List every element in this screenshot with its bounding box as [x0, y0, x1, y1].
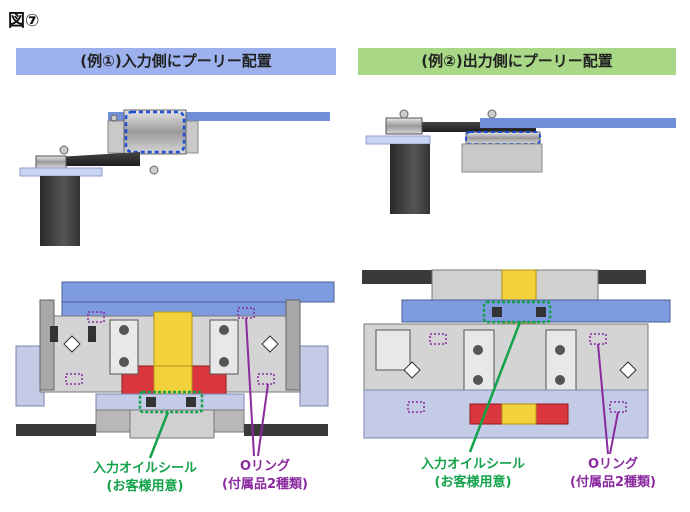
example2-seal-line2: (お客様用意)	[434, 475, 512, 490]
example1-oring-line1: Oリング	[239, 459, 291, 474]
example2-seal-callout: 入力オイルシール (お客様用意)	[398, 456, 548, 492]
example1-oring-line2: (付属品2種類)	[222, 477, 308, 492]
example2-cross-section	[362, 269, 671, 455]
example2-oring-line1: Oリング	[587, 457, 639, 472]
example1-seal-line2: (お客様用意)	[106, 479, 184, 494]
example1-oring-callout: Oリング (付属品2種類)	[200, 458, 330, 494]
example2-side-view	[365, 109, 676, 214]
example1-seal-line1: 入力オイルシール	[92, 461, 197, 476]
figure-label: 図⑦	[8, 11, 40, 31]
example1-title-banner: (例①)入力側にプーリー配置	[16, 48, 336, 75]
example1-cross-section	[15, 281, 335, 459]
example2-oring-line2: (付属品2種類)	[570, 475, 656, 490]
example2-oring-callout: Oリング (付属品2種類)	[546, 456, 680, 492]
example1-side-view	[19, 109, 330, 246]
example2-title-banner: (例②)出力側にプーリー配置	[358, 48, 676, 75]
example1-seal-callout: 入力オイルシール (お客様用意)	[70, 460, 220, 496]
example2-seal-line1: 入力オイルシール	[420, 457, 525, 472]
